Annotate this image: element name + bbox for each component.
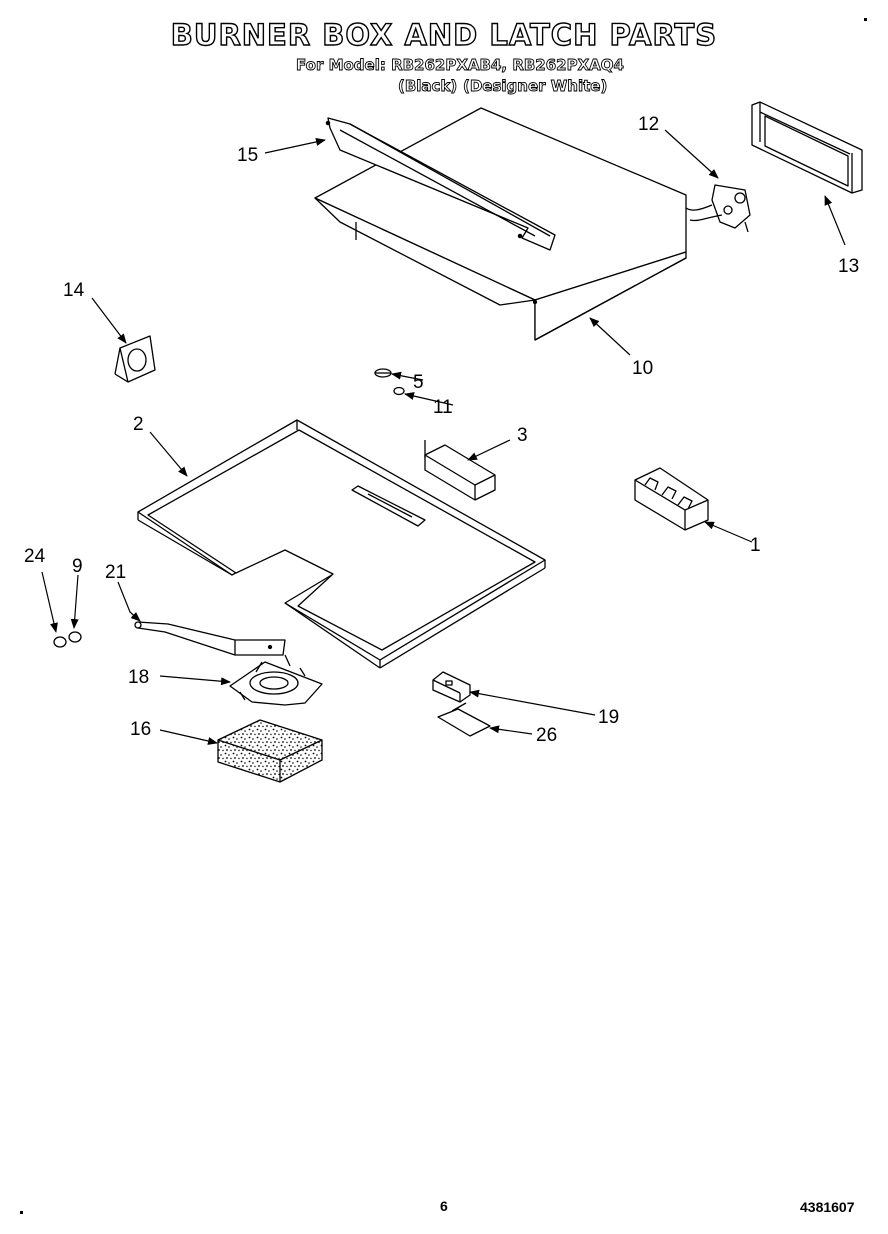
part-19-switch — [432, 671, 471, 703]
callout-21: 21 — [105, 562, 126, 583]
leader-lines — [41, 129, 846, 745]
callout-11: 11 — [433, 397, 453, 418]
callout-15: 15 — [237, 145, 258, 166]
callout-1: 1 — [750, 535, 761, 556]
corner-mark — [864, 18, 867, 21]
part-18-latch-assembly — [229, 654, 323, 706]
callout-16: 16 — [130, 719, 151, 740]
document-number: 4381607 — [800, 1199, 855, 1215]
callout-12: 12 — [638, 114, 659, 135]
callout-2: 2 — [133, 414, 144, 435]
callout-9: 9 — [72, 556, 83, 577]
callout-3: 3 — [517, 425, 528, 446]
part-13-vent-frame — [751, 101, 863, 194]
part-24-button — [53, 636, 67, 648]
callout-26: 26 — [536, 725, 557, 746]
part-11-clip — [393, 386, 405, 396]
part-9-button — [68, 631, 82, 643]
callout-19: 19 — [598, 707, 619, 728]
part-3-channel — [424, 440, 496, 501]
diagram-title: BURNER BOX AND LATCH PARTS — [170, 17, 718, 52]
variant-black-label: (Black) — [398, 77, 458, 96]
part-26-insulator — [437, 702, 491, 737]
callout-18: 18 — [128, 667, 149, 688]
corner-mark — [20, 1211, 23, 1214]
callout-10: 10 — [632, 358, 653, 379]
model-line: For Model: RB262PXAB4, RB262PXAQ4 — [296, 56, 625, 75]
part-21-latch-lever — [134, 621, 286, 656]
part-14-bracket — [114, 335, 156, 383]
callout-24: 24 — [24, 546, 46, 567]
callout-13: 13 — [838, 256, 859, 277]
callouts: 1 2 3 5 9 10 11 12 13 14 15 16 18 19 21 … — [24, 114, 859, 746]
variant-white-label: (Designer White) — [463, 77, 608, 96]
page-number: 6 — [440, 1198, 448, 1214]
part-2-base-frame — [137, 419, 546, 669]
part-5-knob — [374, 368, 392, 378]
callout-14: 14 — [63, 280, 85, 301]
part-16-insulation-pad — [217, 719, 323, 783]
part-12-valve — [685, 184, 751, 233]
part-15-bracket-rail — [325, 117, 556, 251]
part-1-comb-bracket — [634, 467, 709, 531]
callout-5: 5 — [413, 372, 424, 393]
